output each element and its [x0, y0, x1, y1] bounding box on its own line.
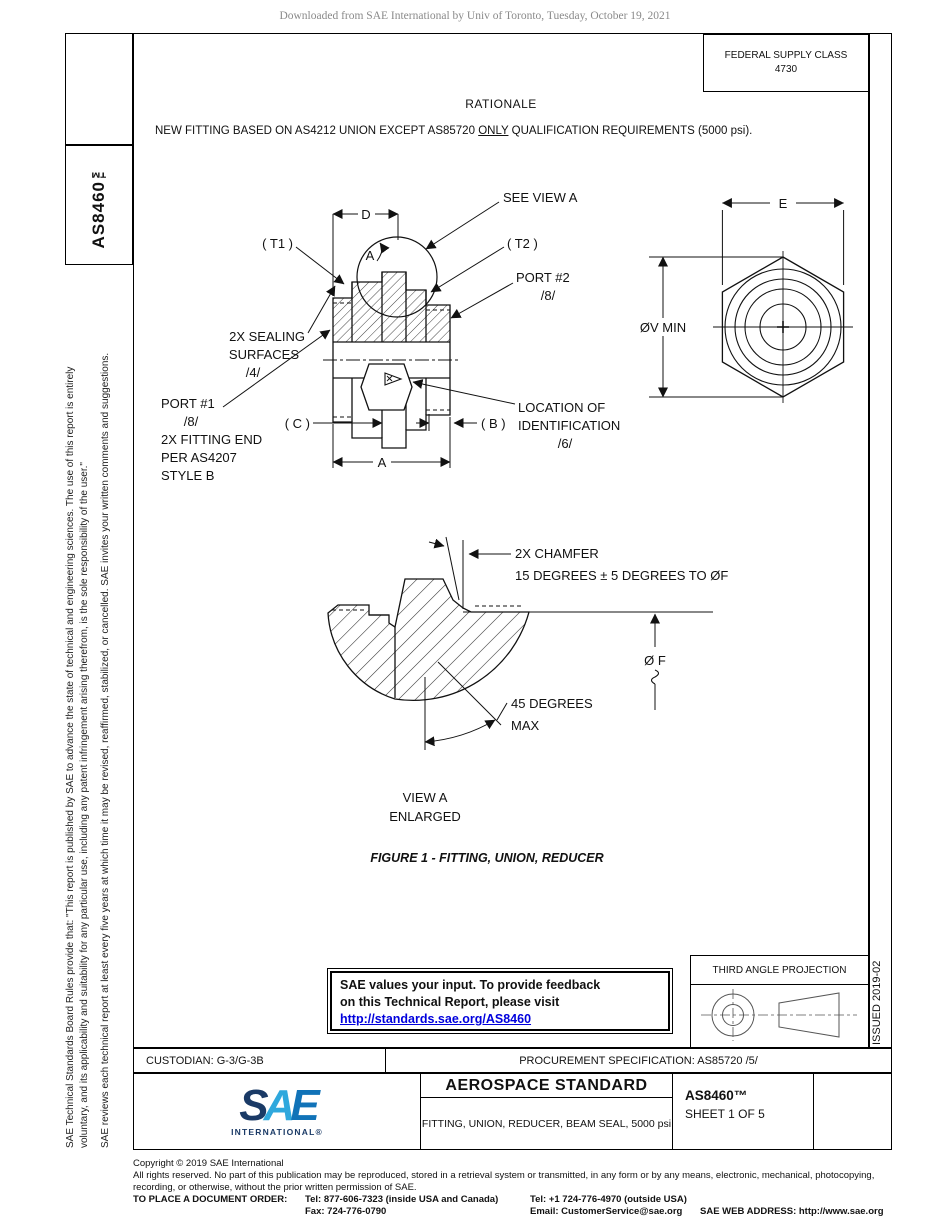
- deg45-label-1: 45 DEGREES: [511, 696, 593, 711]
- federal-supply-class-value: 4730: [774, 64, 798, 75]
- hex-view-dimensions: [649, 198, 845, 398]
- custodian-row: CUSTODIAN: G-3/G-3B PROCUREMENT SPECIFIC…: [133, 1048, 892, 1073]
- third-angle-projection-box: THIRD ANGLE PROJECTION: [690, 955, 869, 1048]
- copyright-block: Copyright © 2019 SAE International All r…: [133, 1158, 923, 1218]
- fitting-end-label-1: 2X FITTING END: [161, 432, 262, 447]
- disclaimer-line-3: SAE reviews each technical report at lea…: [100, 352, 111, 1148]
- order-tel-2: Tel: +1 724-776-4970 (outside USA): [530, 1194, 687, 1205]
- issued-date-vertical: ISSUED 2019-02: [871, 960, 883, 1045]
- figure-1-technical-drawing: D A ( C ) ( B ) SEE VIEW A A ( T1 ) ( T2…: [161, 190, 853, 865]
- deg45-label-2: MAX: [511, 718, 540, 733]
- chamfer-label-2: 15 DEGREES ± 5 DEGREES TO ØF: [515, 568, 728, 583]
- sae-logo-letter-a: A: [263, 1080, 296, 1130]
- doc-number-vertical: AS8460™: [89, 161, 108, 249]
- order-fax: Fax: 724-776-0790: [305, 1206, 387, 1217]
- sae-logo-subtext: INTERNATIONAL®: [231, 1126, 323, 1137]
- doc-number-sidebar-box: AS8460™: [65, 145, 133, 265]
- copyright-line-1: Copyright © 2019 SAE International: [133, 1158, 284, 1169]
- sealing-label-2: SURFACES: [229, 347, 299, 362]
- order-email: Email: CustomerService@sae.org: [530, 1206, 683, 1217]
- fitting-end-label-3: STYLE B: [161, 468, 214, 483]
- main-view-leaders: [222, 201, 516, 408]
- third-angle-projection-icon: [701, 989, 857, 1041]
- title-block-empty-cell: [814, 1074, 891, 1149]
- see-view-a-label: SEE VIEW A: [503, 190, 578, 205]
- third-angle-projection-label: THIRD ANGLE PROJECTION: [691, 956, 868, 985]
- figure-caption: FIGURE 1 - FITTING, UNION, REDUCER: [370, 851, 603, 865]
- sheet-number: SHEET 1 OF 5: [685, 1107, 765, 1121]
- feedback-link[interactable]: http://standards.sae.org/AS8460: [340, 1012, 532, 1026]
- dim-v-label: ØV MIN: [640, 320, 686, 335]
- federal-supply-class-label: FEDERAL SUPPLY CLASS: [724, 50, 848, 61]
- dim-b-label: ( B ): [481, 416, 506, 431]
- sae-logo-letter-s: S: [239, 1080, 268, 1130]
- port1-label: PORT #1: [161, 396, 215, 411]
- chamfer-label-1: 2X CHAMFER: [515, 546, 599, 561]
- order-web: SAE WEB ADDRESS: http://www.sae.org: [700, 1206, 884, 1217]
- dim-d-label: D: [361, 207, 370, 222]
- top-left-empty-cell: [65, 33, 133, 145]
- view-a-title-1: VIEW A: [403, 790, 448, 805]
- order-label: TO PLACE A DOCUMENT ORDER:: [133, 1194, 288, 1205]
- feedback-line-2: on this Technical Report, please visit: [340, 995, 560, 1009]
- custodian-cell: CUSTODIAN: G-3/G-3B: [134, 1049, 386, 1072]
- t1-label: ( T1 ): [262, 236, 293, 251]
- port2-label: PORT #2: [516, 270, 570, 285]
- dim-c-label: ( C ): [285, 416, 310, 431]
- procurement-cell: PROCUREMENT SPECIFICATION: AS85720 /5/: [519, 1054, 758, 1067]
- document-number: AS8460™: [685, 1088, 748, 1103]
- document-type-cell: AEROSPACE STANDARD FITTING, UNION, REDUC…: [421, 1074, 673, 1149]
- main-view-outline: [323, 236, 460, 449]
- disclaimer-line-1: SAE Technical Standards Board Rules prov…: [65, 366, 76, 1148]
- main-view-dimensions: [313, 209, 477, 468]
- port1-note: /8/: [184, 414, 199, 429]
- location-label-1: LOCATION OF: [518, 400, 605, 415]
- document-number-cell: AS8460™ SHEET 1 OF 5: [673, 1074, 814, 1149]
- document-title: FITTING, UNION, REDUCER, BEAM SEAL, 5000…: [421, 1117, 672, 1130]
- t2-label: ( T2 ): [507, 236, 538, 251]
- right-margin-column: [869, 33, 892, 1048]
- rationale-text-post: QUALIFICATION REQUIREMENTS (5000 psi).: [508, 125, 753, 137]
- dim-e-label: E: [779, 196, 788, 211]
- dim-a-label: A: [378, 455, 387, 470]
- rationale-heading: RATIONALE: [465, 97, 537, 111]
- copyright-line-3: recording, or otherwise, without the pri…: [133, 1182, 417, 1193]
- order-tel-1: Tel: 877-606-7323 (inside USA and Canada…: [305, 1194, 499, 1205]
- title-block: SAE INTERNATIONAL® AEROSPACE STANDARD FI…: [133, 1073, 892, 1150]
- view-a-section: [327, 578, 530, 702]
- copyright-line-2: All rights reserved. No part of this pub…: [133, 1170, 875, 1181]
- rationale-text-pre: NEW FITTING BASED ON AS4212 UNION EXCEPT…: [155, 125, 479, 137]
- federal-supply-class-box: FEDERAL SUPPLY CLASS 4730: [703, 34, 869, 92]
- order-info: TO PLACE A DOCUMENT ORDER: Tel: 877-606-…: [133, 1194, 923, 1218]
- sealing-label-1: 2X SEALING: [229, 329, 305, 344]
- rationale-text: NEW FITTING BASED ON AS4212 UNION EXCEPT…: [155, 125, 875, 137]
- document-type: AEROSPACE STANDARD: [421, 1074, 672, 1098]
- location-label-2: IDENTIFICATION: [518, 418, 620, 433]
- sidebar-disclaimer-paragraph-2: SAE reviews each technical report at lea…: [99, 283, 114, 1148]
- view-a-title-2: ENLARGED: [389, 809, 461, 824]
- sae-logo-cell: SAE INTERNATIONAL®: [134, 1074, 421, 1149]
- view-a-annotations: [424, 536, 713, 750]
- sidebar-disclaimer-paragraph-1: SAE Technical Standards Board Rules prov…: [64, 283, 94, 1148]
- main-content-border: [133, 33, 869, 1048]
- disclaimer-line-2: voluntary, and its applicability and sui…: [79, 462, 90, 1148]
- hex-end-view: [713, 251, 853, 403]
- port2-note: /8/: [541, 288, 556, 303]
- sae-logo: SAE: [239, 1083, 320, 1127]
- view-circle-letter: A: [366, 248, 375, 263]
- rationale-text-only: ONLY: [478, 125, 509, 137]
- fitting-end-label-2: PER AS4207: [161, 450, 237, 465]
- sae-logo-letter-e: E: [290, 1080, 319, 1130]
- feedback-box: SAE values your input. To provide feedba…: [327, 968, 673, 1034]
- dim-f-label: Ø F: [644, 653, 666, 668]
- downloaded-from-note: Downloaded from SAE International by Uni…: [279, 10, 671, 22]
- feedback-line-1: SAE values your input. To provide feedba…: [340, 978, 601, 992]
- location-note: /6/: [558, 436, 573, 451]
- sealing-note: /4/: [246, 365, 261, 380]
